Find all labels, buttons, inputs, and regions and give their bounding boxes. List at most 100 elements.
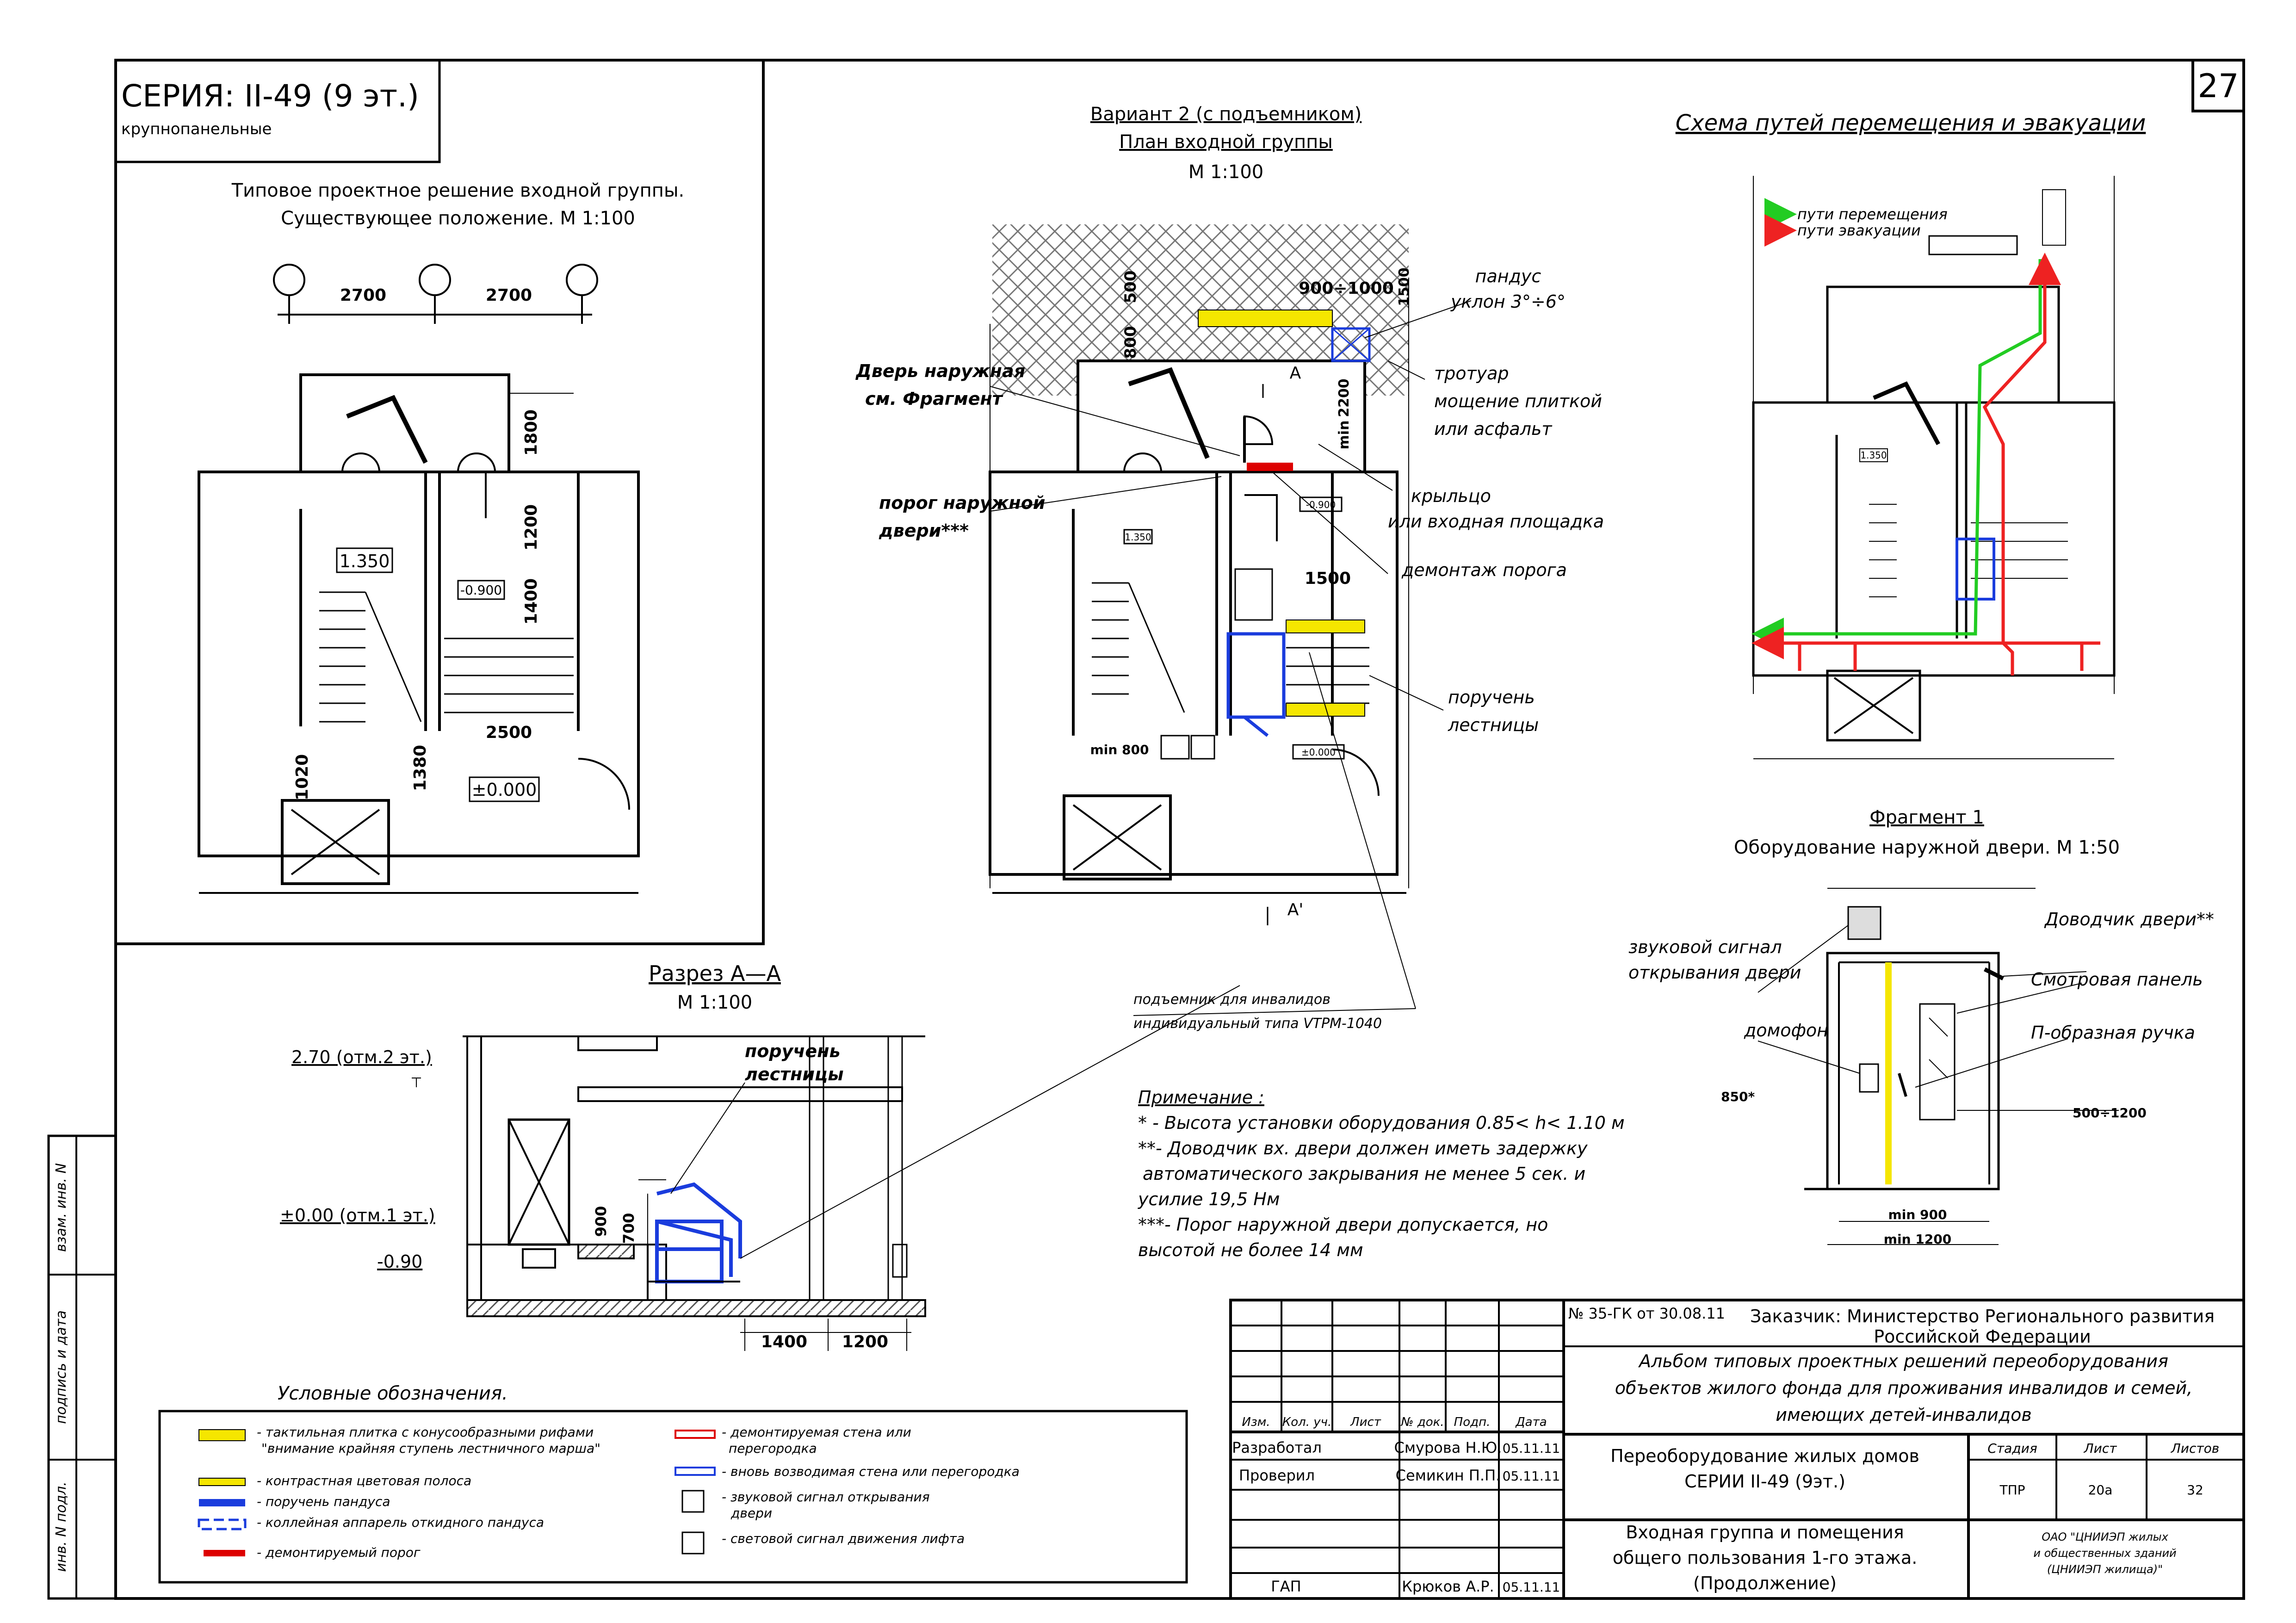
- section-dim-1200: 1200: [842, 1332, 888, 1351]
- label-threshold-1: порог наружной: [879, 493, 1045, 513]
- legend-right-1b: перегородка: [729, 1441, 817, 1456]
- existing-dim-2: 2700: [486, 286, 532, 305]
- series-title: СЕРИЯ: II-49 (9 эт.): [121, 78, 419, 114]
- tb-album-2: объектов жилого фонда для проживания инв…: [1615, 1378, 2193, 1398]
- notes-title: Примечание :: [1138, 1087, 1264, 1108]
- legend-title: Условные обозначения.: [278, 1383, 508, 1404]
- tb-sheets-header: Листов: [2171, 1441, 2220, 1456]
- notes-line-5: ***- Порог наружной двери допускается, н…: [1138, 1214, 1548, 1235]
- notes-line-4: усилие 19,5 Нм: [1138, 1189, 1280, 1209]
- label-ramp-slope: уклон 3°÷6°: [1450, 291, 1566, 312]
- series-subtitle: крупнопанельные: [121, 120, 272, 138]
- evac-level-box: [1859, 448, 1888, 462]
- section-dim-1400: 1400: [761, 1332, 807, 1351]
- legend-frame: [158, 1410, 1188, 1584]
- tb-date-developer: 05.11.11: [1503, 1441, 1560, 1456]
- stamp-signature-date: подпись и дата: [53, 1310, 69, 1424]
- existing-dim-8: 1380: [411, 745, 430, 791]
- label-lift-2: индивидуальный типа VTPM-1040: [1133, 1016, 1382, 1032]
- variant2-level-2: -0.900: [1306, 499, 1336, 510]
- label-sidewalk-desc1: мощение плиткой: [1434, 391, 1602, 411]
- label-remove-threshold: демонтаж порога: [1401, 560, 1567, 580]
- variant2-level-boxes: [1123, 496, 1345, 760]
- tb-org-3: (ЦНИИЭП жилища)": [2047, 1563, 2163, 1576]
- legend-right-3b: двери: [730, 1505, 772, 1521]
- existing-dim-6: 2500: [486, 723, 532, 742]
- title-block-grid: [1229, 1299, 2245, 1600]
- section-handrail-1: поручень: [745, 1041, 840, 1061]
- variant2-dim-1500: 1500: [1305, 569, 1351, 588]
- variant2-dim-2200: 2200: [1336, 378, 1352, 417]
- variant2-title-1: Вариант 2 (с подъемником): [1090, 104, 1362, 125]
- legend-left-3: - поручень пандуса: [257, 1494, 390, 1509]
- tb-org-1: ОАО "ЦНИИЭП жилых: [2042, 1530, 2168, 1543]
- fragment-label-sound-1: звуковой сигнал: [1628, 937, 1782, 957]
- page-number: 27: [2197, 67, 2239, 105]
- label-outer-door-2: см. Фрагмент: [865, 389, 1003, 409]
- variant2-leaders: [990, 300, 1472, 1016]
- existing-dim-7: 1020: [293, 754, 312, 800]
- legend-left-1a: - тактильная плитка с конусообразными ри…: [257, 1425, 594, 1440]
- tb-header-izm: Изм.: [1242, 1415, 1270, 1429]
- fragment1-subtitle: Оборудование наружной двери. М 1:50: [1734, 837, 2120, 858]
- notes-line-1: * - Высота установки оборудования 0.85< …: [1138, 1113, 1625, 1133]
- existing-dim-3: 1800: [522, 409, 541, 456]
- stamp-original-inv: инв. N подл.: [53, 1481, 69, 1572]
- variant2-drawing: [989, 224, 1409, 925]
- existing-level-3: ±0.000: [472, 780, 537, 800]
- legend-left-1b: "внимание крайняя ступень лестничного ма…: [261, 1441, 600, 1456]
- evacuation-path: [1751, 214, 2100, 675]
- tb-contract: № 35-ГК от 30.08.11: [1568, 1305, 1725, 1322]
- evacuation-drawing: [1752, 176, 2116, 759]
- legend-right-2: - вновь возводимая стена или перегородка: [722, 1464, 1020, 1479]
- tb-header-list: Лист: [1350, 1415, 1381, 1429]
- label-porch-2: или входная площадка: [1388, 511, 1604, 532]
- tb-date-checker: 05.11.11: [1503, 1468, 1560, 1484]
- tb-date-gap: 05.11.11: [1503, 1580, 1560, 1595]
- existing-plan-title-1: Типовое проектное решение входной группы…: [231, 180, 685, 201]
- label-handrail-2: лестницы: [1448, 715, 1539, 735]
- tb-object-2: СЕРИИ II-49 (9эт.): [1684, 1471, 1845, 1492]
- section-mark-a: A: [1290, 364, 1301, 383]
- tb-header-sign: Подп.: [1454, 1415, 1491, 1429]
- variant2-scale: М 1:100: [1188, 161, 1264, 183]
- tb-stage-header: Стадия: [1987, 1441, 2037, 1456]
- tb-stage-value: ТПР: [1999, 1482, 2025, 1498]
- label-ramp: пандус: [1475, 266, 1541, 286]
- evac-legend-movement: пути перемещения: [1797, 205, 1948, 223]
- fragment-dim-min1200: min 1200: [1884, 1232, 1951, 1247]
- tb-sheet-value: 20а: [2088, 1482, 2113, 1498]
- section-level-090: -0.90: [377, 1251, 422, 1272]
- fragment-label-handle: П-образная ручка: [2031, 1022, 2195, 1043]
- tb-sheet-header: Лист: [2084, 1441, 2117, 1456]
- movement-path: [1751, 198, 2042, 650]
- legend-symbols: [198, 1429, 716, 1556]
- existing-level-1: 1.350: [340, 551, 390, 571]
- section-handrail-2: лестницы: [745, 1064, 844, 1084]
- tb-sheets-value: 32: [2187, 1482, 2203, 1498]
- existing-level-2: -0.900: [460, 582, 502, 598]
- fragment1-drawing: [1758, 888, 2119, 1245]
- variant2-dim-min800: min 800: [1090, 742, 1149, 757]
- section-mark-a-prime: A': [1287, 900, 1304, 919]
- variant2-level-3: ±0.000: [1301, 747, 1336, 758]
- legend-right-1a: - демонтируемая стена или: [722, 1425, 911, 1440]
- evacuation-title: Схема путей перемещения и эвакуации: [1676, 110, 2146, 136]
- label-threshold-2: двери***: [879, 520, 969, 541]
- existing-dim-5: 1400: [522, 578, 541, 625]
- tb-sheet-name-2: общего пользования 1-го этажа.: [1613, 1548, 1918, 1568]
- section-dim-700: 700: [620, 1213, 637, 1244]
- fragment-label-intercom: домофон: [1744, 1020, 1828, 1041]
- existing-plan-drawing: [198, 264, 640, 894]
- label-sidewalk: тротуар: [1434, 363, 1509, 384]
- stamp-replace-inv: взам. инв. N: [53, 1163, 69, 1252]
- section-level-270: 2.70 (отм.2 эт.): [291, 1047, 432, 1067]
- fragment-dim-500-1200: 500÷1200: [2073, 1105, 2147, 1121]
- legend-left-5: - демонтируемый порог: [257, 1545, 421, 1560]
- tb-role-checker: Проверил: [1239, 1467, 1315, 1484]
- variant2-dim-1500-vert: 1500: [1396, 267, 1412, 306]
- tb-object-1: Переоборудование жилых домов: [1610, 1446, 1919, 1466]
- evac-legend-evacuation: пути эвакуации: [1797, 222, 1921, 239]
- tb-role-developer: Разработал: [1232, 1439, 1322, 1456]
- tb-header-kol: Кол. уч.: [1282, 1415, 1332, 1429]
